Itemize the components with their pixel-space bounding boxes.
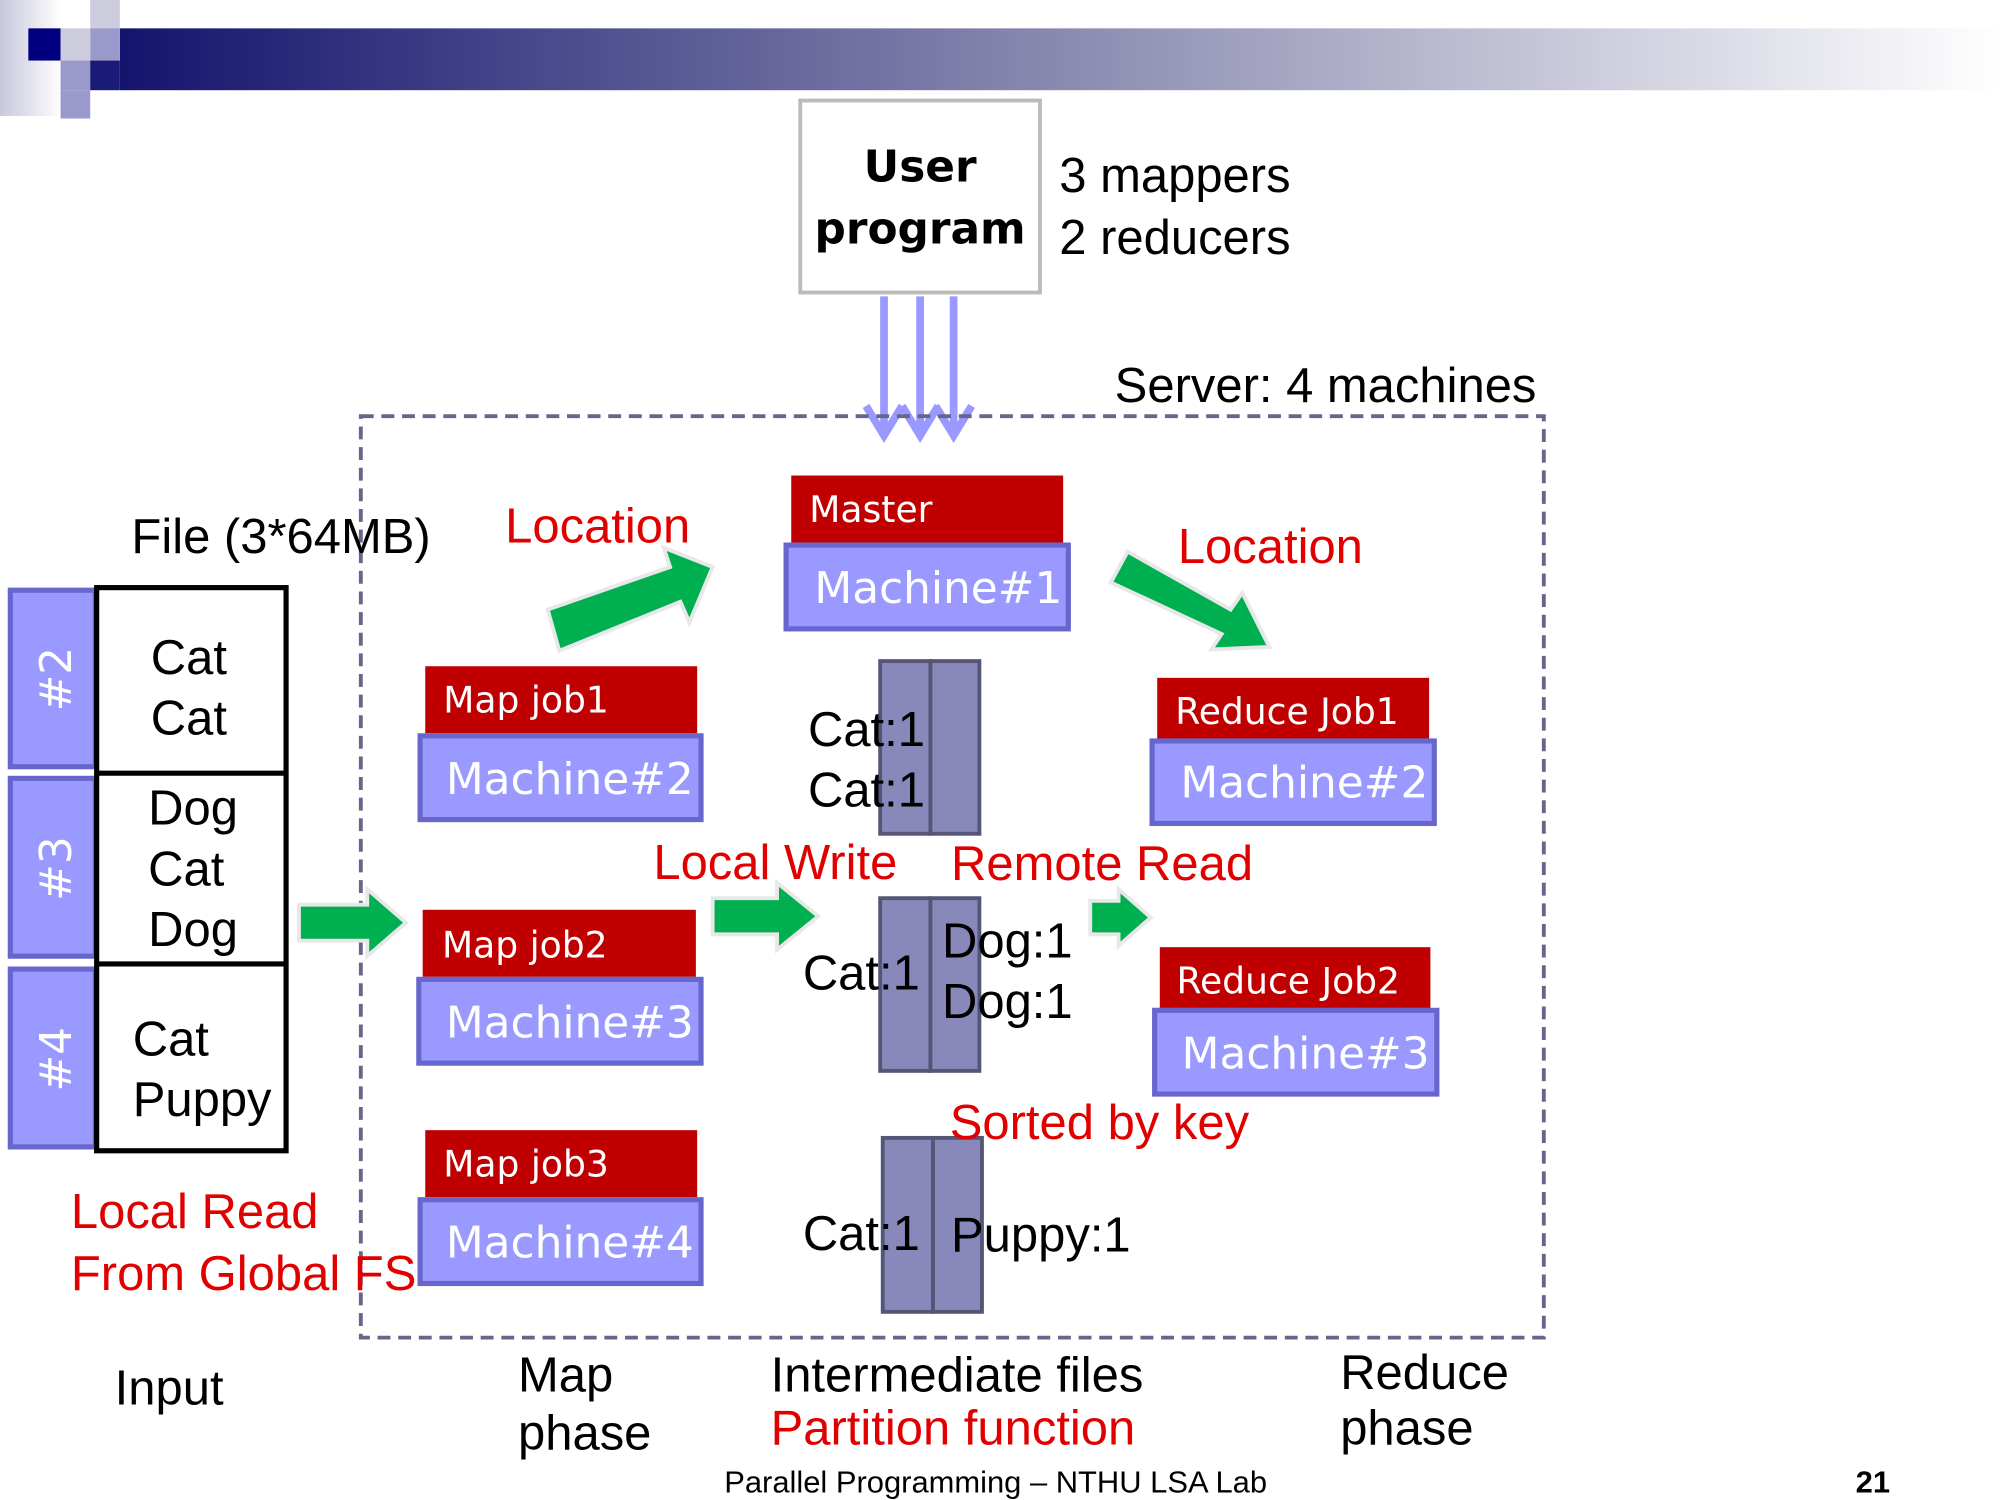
mappers-count: 3 mappers: [1059, 149, 1290, 203]
phase-input: Input: [115, 1362, 224, 1416]
map-job-2: Map job2 Machine#3: [416, 909, 704, 1066]
svg-text:Dog: Dog: [148, 782, 238, 836]
svg-text:Puppy: Puppy: [133, 1073, 272, 1127]
phase-map: phase: [518, 1407, 651, 1461]
svg-text:Machine#2: Machine#2: [446, 754, 694, 805]
svg-text:Reduce Job2: Reduce Job2: [1177, 961, 1400, 1003]
svg-text:Cat: Cat: [148, 842, 225, 896]
svg-text:#3: #3: [31, 836, 82, 901]
svg-text:Puppy:1: Puppy:1: [951, 1208, 1131, 1262]
location-arrow-icon: [1108, 548, 1273, 652]
file-box: Cat Cat Dog Cat Dog Cat Puppy: [94, 585, 289, 1154]
svg-text:Machine#2: Machine#2: [1180, 758, 1428, 809]
svg-text:Dog:1: Dog:1: [942, 914, 1073, 968]
reduce-job-1: Reduce Job1 Machine#2: [1149, 677, 1437, 827]
phase-intermediate: Intermediate files: [771, 1349, 1144, 1403]
remote-read-label: Remote Read: [951, 837, 1253, 891]
svg-text:Machine#3: Machine#3: [446, 997, 694, 1048]
svg-text:Cat: Cat: [151, 692, 228, 746]
location-label: Location: [505, 500, 690, 554]
user-program-box: [798, 98, 1042, 295]
svg-text:Dog: Dog: [148, 903, 238, 957]
local-read-label: From Global FS: [71, 1247, 416, 1301]
local-read-label: Local Read: [71, 1185, 319, 1239]
partition-function-label: Partition function: [771, 1402, 1136, 1456]
svg-text:Cat:1: Cat:1: [803, 1207, 920, 1261]
file-chunk-tabs: #2 #3 #4: [7, 587, 98, 1150]
master-node: Master Machine#1: [783, 475, 1071, 632]
reducers-count: 2 reducers: [1059, 211, 1290, 265]
svg-text:#2: #2: [31, 647, 82, 712]
svg-text:Machine#4: Machine#4: [446, 1218, 694, 1269]
svg-text:Map job1: Map job1: [443, 680, 609, 722]
map-job-1: Map job1 Machine#2: [417, 666, 704, 823]
remote-read-arrow-icon: [1088, 884, 1154, 951]
input-arrow-icon: [297, 884, 409, 961]
svg-text:Machine#1: Machine#1: [814, 563, 1062, 614]
location-label: Location: [1178, 520, 1363, 574]
phase-map: Map: [518, 1349, 613, 1403]
svg-text:Cat: Cat: [133, 1012, 210, 1066]
local-write-label: Local Write: [653, 836, 897, 890]
svg-text:Cat:1: Cat:1: [808, 764, 925, 818]
svg-text:Reduce Job1: Reduce Job1: [1175, 691, 1398, 733]
intermediate-file-2: Cat:1 Dog:1 Dog:1: [803, 896, 1073, 1073]
location-arrow-icon: [545, 544, 716, 654]
header-decoration: [0, 0, 2000, 119]
slide-number: 21: [1856, 1464, 1890, 1499]
svg-text:Cat:1: Cat:1: [808, 703, 925, 757]
file-title: File (3*64MB): [131, 510, 430, 564]
svg-text:Map job2: Map job2: [442, 924, 608, 966]
svg-text:Master: Master: [809, 489, 932, 531]
server-label: Server: 4 machines: [1115, 359, 1537, 413]
svg-text:Cat: Cat: [151, 631, 228, 685]
sorted-by-key-label: Sorted by key: [950, 1096, 1250, 1150]
user-program-label: program: [815, 204, 1026, 255]
intermediate-file-1: Cat:1 Cat:1: [808, 659, 982, 836]
footer: Parallel Programming – NTHU LSA Lab: [724, 1464, 1267, 1499]
phase-reduce: phase: [1340, 1402, 1473, 1456]
user-program-label: User: [864, 142, 977, 193]
svg-text:Map job3: Map job3: [443, 1144, 609, 1186]
svg-text:Cat:1: Cat:1: [803, 947, 920, 1001]
reduce-job-2: Reduce Job2 Machine#3: [1152, 947, 1440, 1097]
map-job-3: Map job3 Machine#4: [417, 1130, 704, 1287]
svg-text:Dog:1: Dog:1: [942, 975, 1073, 1029]
phase-reduce: Reduce: [1340, 1346, 1509, 1400]
local-write-arrow-icon: [710, 878, 822, 954]
svg-text:Machine#3: Machine#3: [1182, 1028, 1430, 1079]
intermediate-file-3: Cat:1 Puppy:1: [803, 1135, 1131, 1314]
svg-text:#4: #4: [31, 1027, 82, 1092]
